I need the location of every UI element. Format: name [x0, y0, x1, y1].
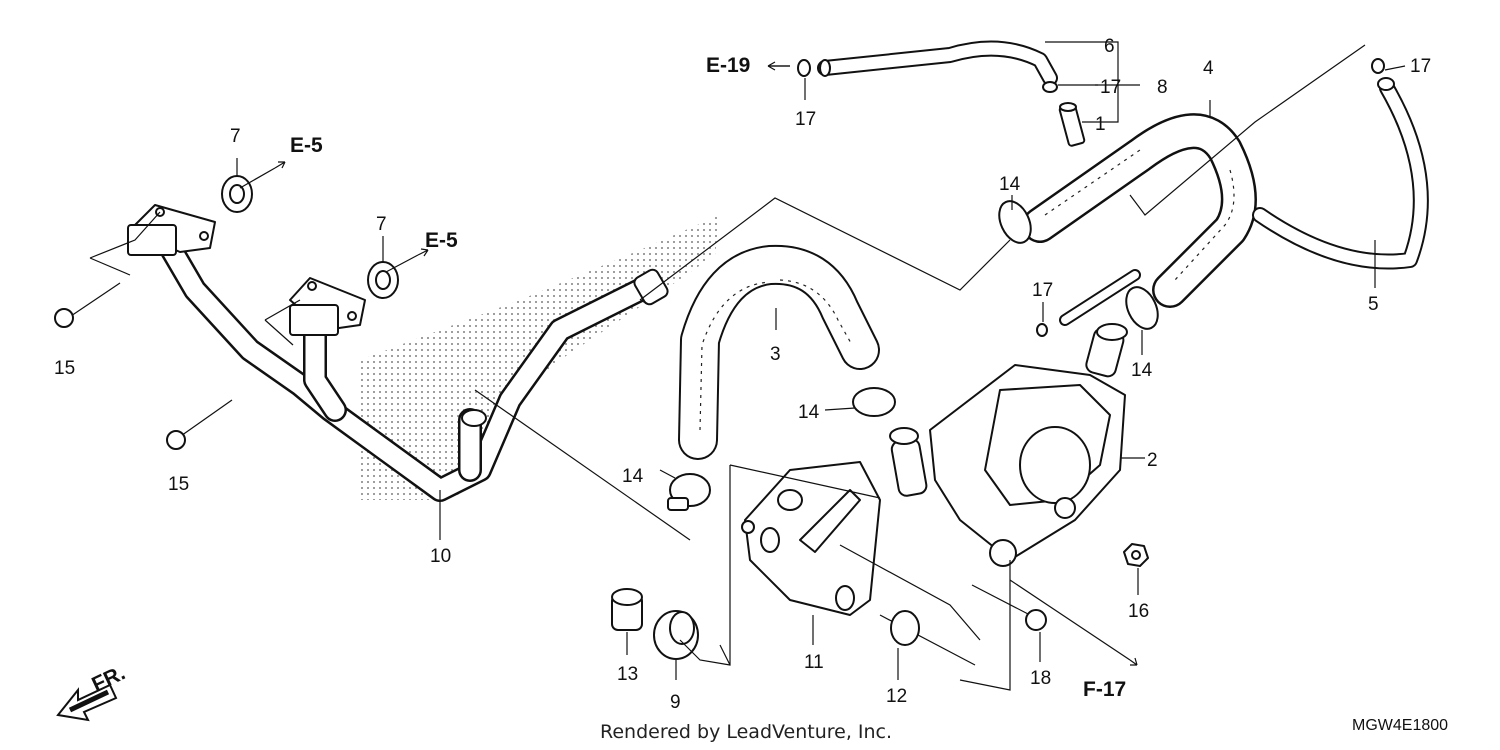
rendered-by-credit: Rendered by LeadVenture, Inc.	[600, 721, 892, 743]
ref-e5b: E-5	[425, 229, 458, 252]
part-18-bolt[interactable]	[971, 584, 1047, 631]
callout-17b: 17	[1100, 77, 1121, 98]
part-4-hose[interactable]	[1022, 113, 1257, 308]
callout-7b: 7	[376, 214, 387, 235]
callout-18: 18	[1030, 668, 1051, 689]
part-13-collar[interactable]	[611, 588, 643, 631]
callout-2: 2	[1147, 450, 1158, 471]
part-11-bracket[interactable]	[741, 461, 881, 616]
part-3-hose[interactable]	[678, 244, 880, 460]
part-2-air-valve[interactable]	[889, 323, 1128, 567]
thin-pipe	[1059, 269, 1141, 326]
ref-f17: F-17	[1083, 678, 1126, 701]
part-15-bolt-a[interactable]	[54, 282, 121, 328]
callout-15a: 15	[54, 358, 75, 379]
ref-e5a: E-5	[290, 134, 323, 157]
callout-5: 5	[1368, 294, 1379, 315]
arrow-e5b	[417, 248, 429, 257]
callout-1: 1	[1095, 114, 1106, 135]
callout-16: 16	[1128, 601, 1149, 622]
part-14-clamp-a[interactable]	[993, 196, 1037, 248]
callout-17a: 17	[795, 109, 816, 130]
arrow-f17	[1129, 657, 1138, 666]
callout-labels: 7 7 15 15 10 3 14 14 6 17 8 1 4 17 17 5 …	[54, 36, 1431, 713]
part-5-hose[interactable]	[1252, 77, 1429, 270]
part-14-clamp-d[interactable]	[667, 473, 711, 511]
callout-9: 9	[670, 692, 681, 713]
part-16-nut[interactable]	[1123, 543, 1149, 567]
callout-11: 11	[804, 652, 824, 673]
front-direction-indicator: FR.	[56, 661, 129, 722]
callout-3: 3	[770, 344, 781, 365]
diagram-code: MGW4E1800	[1352, 717, 1448, 734]
part-17-clip-b[interactable]	[1042, 81, 1058, 93]
callout-17c: 17	[1410, 56, 1431, 77]
callout-14d: 14	[622, 466, 644, 487]
callout-10: 10	[430, 546, 451, 567]
callout-7a: 7	[230, 126, 241, 147]
part-17-clip-d[interactable]	[1036, 323, 1048, 337]
part-14-clamp-c[interactable]	[852, 387, 896, 417]
callout-15b: 15	[168, 474, 189, 495]
callout-8: 8	[1157, 77, 1168, 98]
callout-17d: 17	[1032, 280, 1053, 301]
part-6-hose[interactable]	[817, 40, 1058, 86]
arrow-e5a	[274, 161, 286, 169]
part-10-flange-right	[289, 277, 366, 336]
arrow-e19	[767, 61, 790, 71]
part-17-clip-a[interactable]	[797, 59, 811, 77]
reference-labels: E-19 E-5 E-5 F-17	[274, 54, 1138, 701]
part-1-fitting[interactable]	[1058, 102, 1086, 147]
part-17-clip-c[interactable]	[1371, 58, 1385, 74]
leader-lines	[89, 41, 1406, 691]
part-14-clamp-b[interactable]	[1120, 282, 1164, 334]
callout-14c: 14	[798, 402, 820, 423]
ref-e19: E-19	[706, 54, 750, 77]
part-12-stud-bolt[interactable]	[879, 610, 976, 666]
callout-13: 13	[617, 664, 638, 685]
callout-6: 6	[1104, 36, 1115, 57]
part-10-flange-left	[127, 204, 216, 256]
callout-4: 4	[1203, 58, 1214, 79]
part-7-gasket-a[interactable]	[221, 175, 253, 213]
callout-12: 12	[886, 686, 907, 707]
callout-14b: 14	[1131, 360, 1153, 381]
part-15-bolt-b[interactable]	[166, 399, 233, 450]
callout-14a: 14	[999, 174, 1021, 195]
part-10-air-pipe[interactable]	[148, 218, 670, 502]
